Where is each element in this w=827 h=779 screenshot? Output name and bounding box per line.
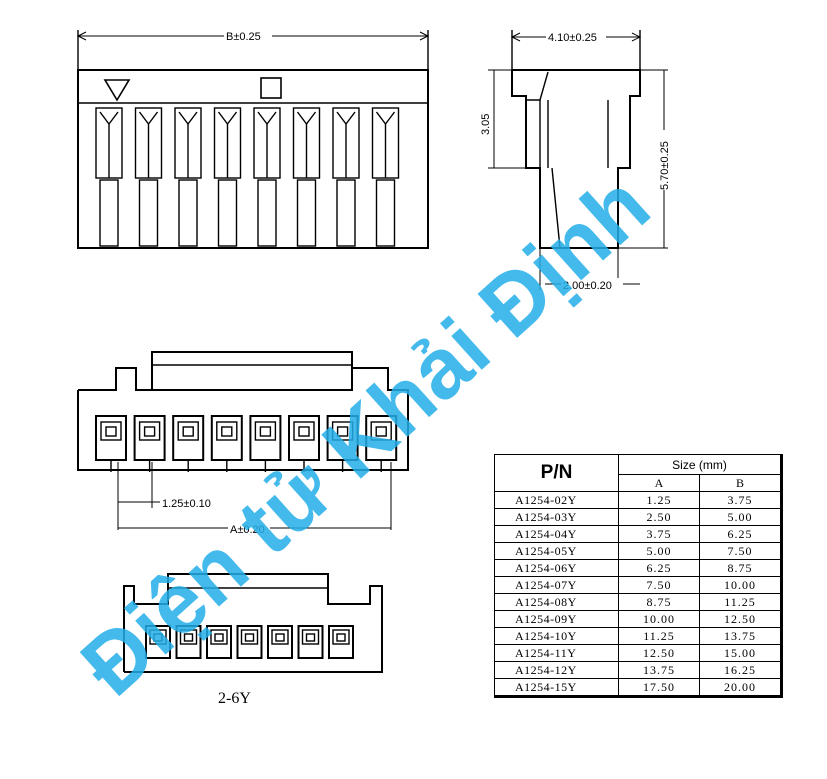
pn-cell: A1254-03Y (494, 508, 619, 526)
front-slot (213, 107, 242, 247)
size-a-cell: 17.50 (618, 678, 700, 698)
contact-cell (145, 625, 171, 659)
pin-offset-label: 2.00±0.20 (563, 280, 612, 292)
small-view (123, 573, 383, 673)
size-b-cell: 6.25 (699, 525, 783, 543)
contact-cell (172, 415, 205, 472)
size-b-cell: 12.50 (699, 610, 783, 628)
contact-cell (288, 415, 320, 472)
front-view (76, 30, 430, 249)
front-slot (134, 107, 163, 247)
size-b-cell: 11.25 (699, 593, 783, 611)
size-b-cell: 7.50 (699, 542, 783, 560)
size-a-cell: 13.75 (618, 661, 700, 679)
size-a-cell: 11.25 (618, 627, 700, 645)
pn-cell: A1254-09Y (494, 610, 619, 628)
pn-cell: A1254-07Y (494, 576, 619, 594)
contact-cell (267, 625, 293, 659)
size-a-cell: 5.00 (618, 542, 700, 560)
contact-cell (175, 625, 202, 659)
pn-cell: A1254-05Y (494, 542, 619, 560)
contact-cell (328, 625, 354, 659)
pn-cell: A1254-08Y (494, 593, 619, 611)
pitch-label: 1.25±0.10 (162, 498, 211, 510)
size-b-cell: 8.75 (699, 559, 783, 577)
front-slot (253, 107, 281, 247)
size-a-cell: 6.25 (618, 559, 700, 577)
contact-cell (236, 625, 263, 659)
size-b-cell: 16.25 (699, 661, 783, 679)
pn-cell: A1254-06Y (494, 559, 619, 577)
small-view-label: 2-6Y (218, 690, 251, 707)
contact-cell (326, 415, 359, 472)
pn-header: P/N (494, 454, 619, 492)
pn-cell: A1254-10Y (494, 627, 619, 645)
front-slot (95, 107, 123, 247)
mating-face-view (77, 351, 409, 530)
size-a-cell: 8.75 (618, 593, 700, 611)
contact-cell (365, 415, 398, 472)
size-a-cell: 10.00 (618, 610, 700, 628)
pn-cell: A1254-04Y (494, 525, 619, 543)
size-a-cell: 3.75 (618, 525, 700, 543)
pn-cell: A1254-11Y (494, 644, 619, 662)
col-a-header: A (618, 474, 700, 492)
b-width-label: B±0.25 (226, 31, 261, 43)
size-b-cell: 5.00 (699, 508, 783, 526)
height-total-label: 5.70±0.25 (659, 141, 671, 190)
size-b-cell: 15.00 (699, 644, 783, 662)
size-header: Size (mm) (618, 454, 783, 475)
size-a-cell: 1.25 (618, 491, 700, 509)
size-b-cell: 20.00 (699, 678, 783, 698)
front-slot (292, 107, 321, 247)
contact-cell (210, 415, 243, 472)
side-view (488, 30, 668, 290)
contact-cell (249, 415, 282, 472)
contact-cell (206, 625, 232, 659)
col-b-header: B (699, 474, 783, 492)
depth-label: 4.10±0.25 (548, 32, 597, 44)
contact-cell (133, 415, 166, 472)
size-a-cell: 2.50 (618, 508, 700, 526)
front-slot (371, 107, 400, 247)
size-b-cell: 13.75 (699, 627, 783, 645)
size-a-cell: 12.50 (618, 644, 700, 662)
front-slot (174, 107, 202, 247)
pn-cell: A1254-15Y (494, 678, 619, 698)
size-b-cell: 10.00 (699, 576, 783, 594)
pn-cell: A1254-12Y (494, 661, 619, 679)
size-b-cell: 3.75 (699, 491, 783, 509)
size-a-cell: 7.50 (618, 576, 700, 594)
pn-cell: A1254-02Y (494, 491, 619, 509)
contact-cell (297, 625, 324, 659)
a-width-label: A±0.20 (230, 524, 265, 536)
height-small-label: 3.05 (480, 114, 492, 135)
front-slot (332, 107, 360, 247)
contact-cell (95, 415, 127, 472)
